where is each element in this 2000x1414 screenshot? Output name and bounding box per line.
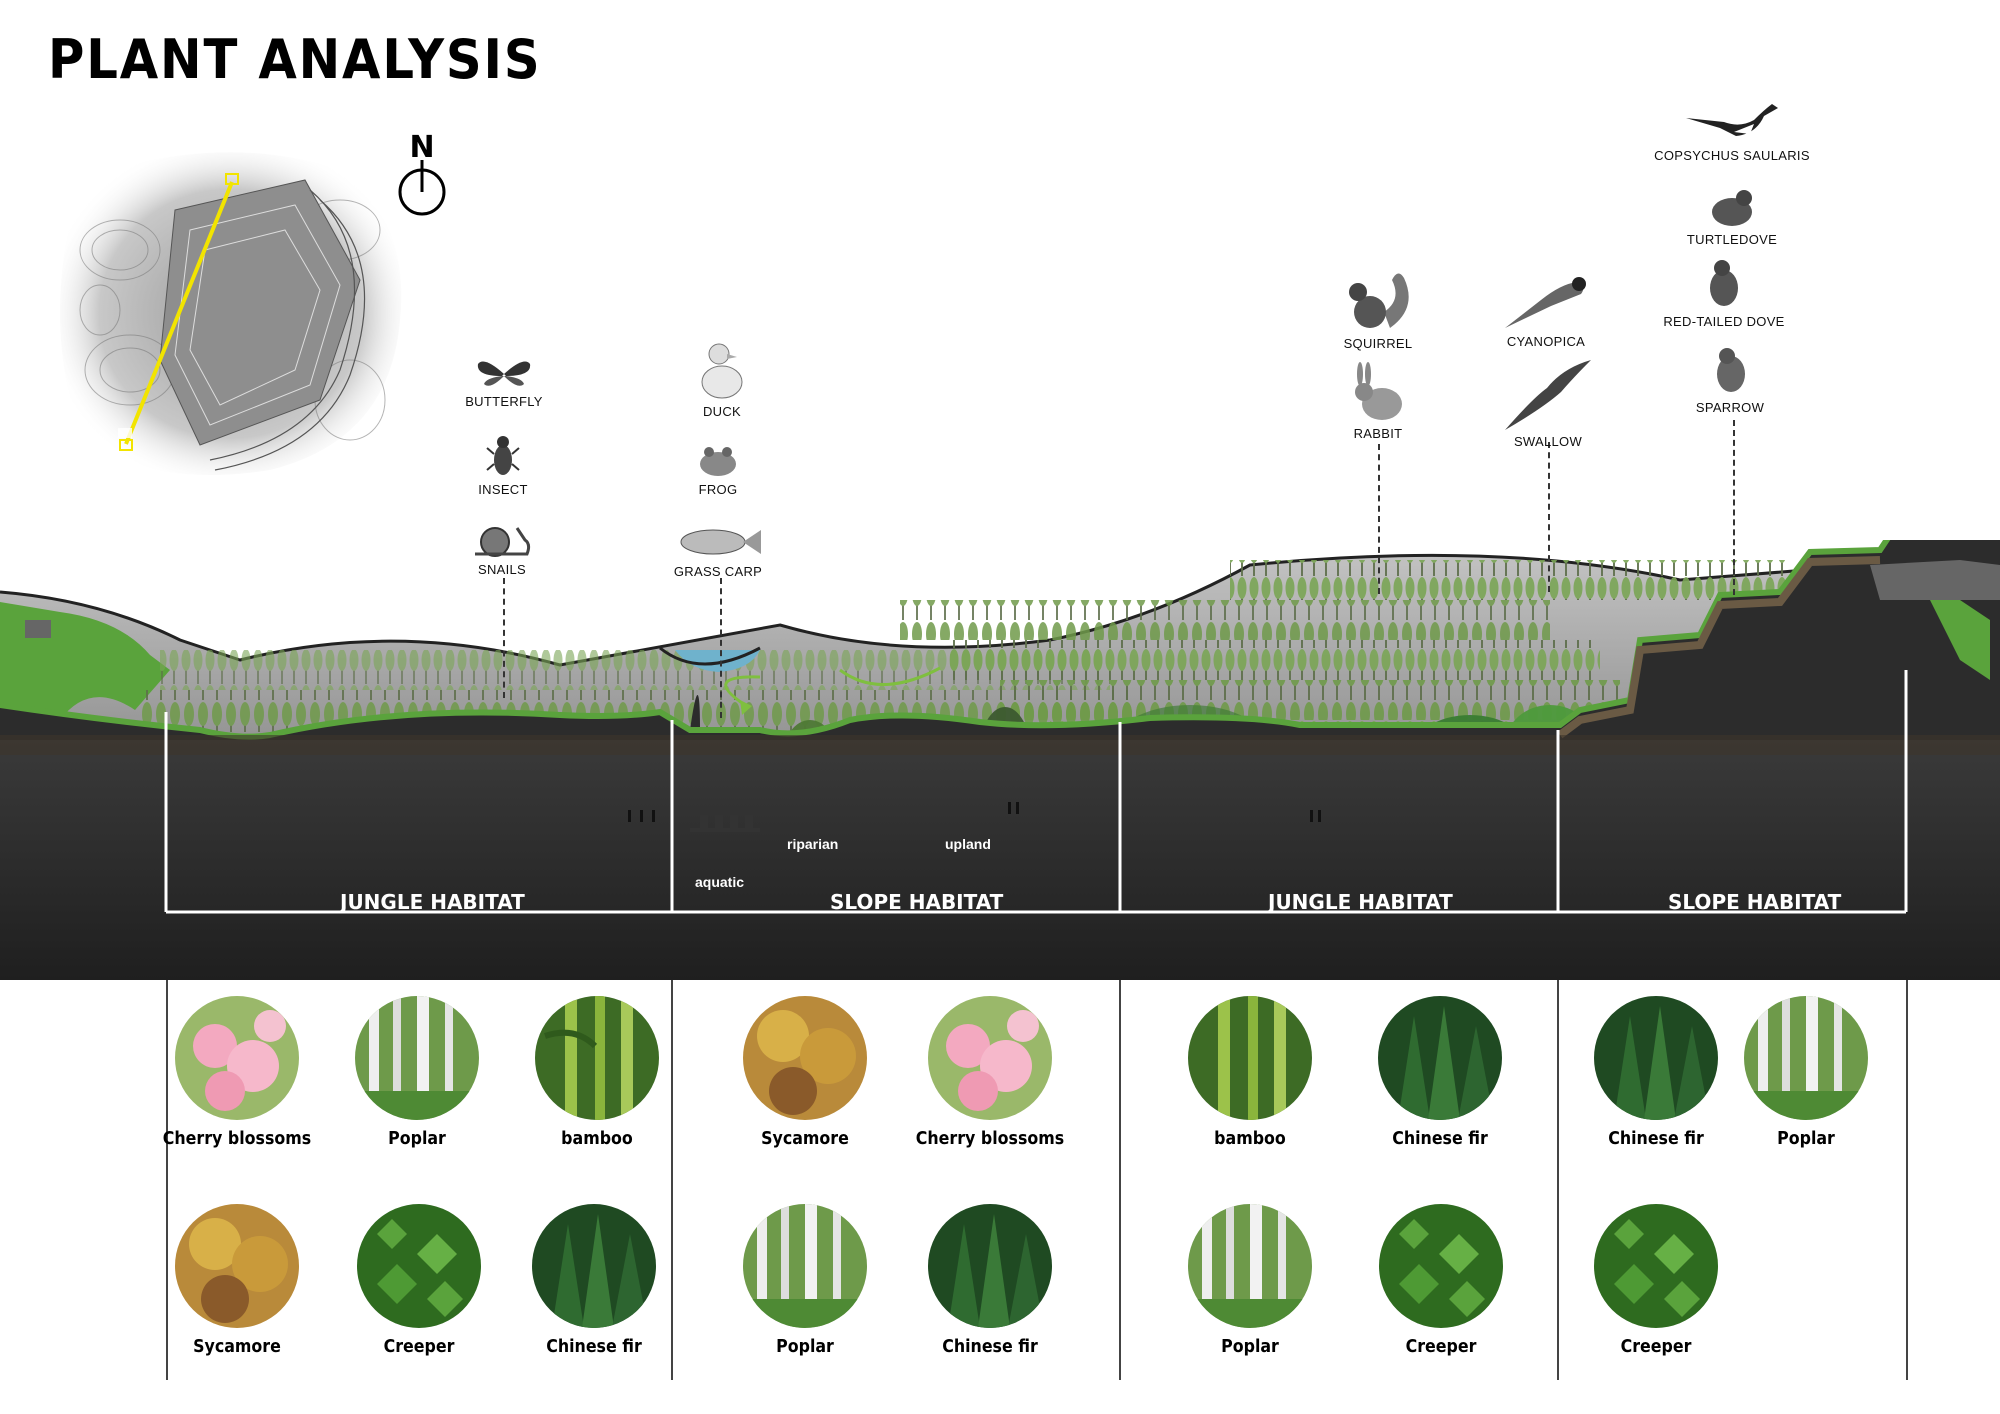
- plant-cherry-blossoms: Cherry blossoms: [900, 996, 1080, 1149]
- compass-icon: [398, 160, 446, 216]
- flow-label-aquatic: aquatic: [695, 874, 745, 890]
- plant-poplar: Poplar: [327, 996, 507, 1149]
- plant-sycamore: Sycamore: [715, 996, 895, 1149]
- leader-line: [1733, 420, 1735, 595]
- plant-poplar: Poplar: [715, 1204, 895, 1357]
- habitat-divider: [1557, 980, 1559, 1380]
- habitat-divider: [166, 980, 168, 1380]
- poplar-icon: [743, 1204, 867, 1328]
- animal-butterfly: BUTTERFLY: [404, 356, 604, 409]
- swallow-icon: [1505, 360, 1591, 430]
- plant-creeper: Creeper: [1351, 1204, 1531, 1357]
- creeper-icon: [1379, 1204, 1503, 1328]
- butterfly-icon: [477, 361, 531, 386]
- leader-line: [1378, 444, 1380, 594]
- creeper-icon: [357, 1204, 481, 1328]
- bamboo-icon: [535, 996, 659, 1120]
- bird-icon: [1686, 104, 1778, 136]
- cherry-blossom-icon: [928, 996, 1052, 1120]
- habitat-divider: [1119, 980, 1121, 1380]
- plant-sycamore: Sycamore: [147, 1204, 327, 1357]
- habitat-label: JUNGLE HABITAT: [1268, 890, 1453, 914]
- chinese-fir-icon: [532, 1204, 656, 1328]
- cherry-blossom-icon: [175, 996, 299, 1120]
- chinese-fir-icon: [1378, 996, 1502, 1120]
- plant-poplar: Poplar: [1716, 996, 1896, 1149]
- animal-squirrel: SQUIRREL: [1278, 268, 1478, 351]
- plant-poplar: Poplar: [1160, 1204, 1340, 1357]
- leader-line: [720, 578, 722, 718]
- insect-icon: [486, 436, 520, 475]
- north-arrow: N: [392, 130, 452, 220]
- animal-rabbit: RABBIT: [1278, 362, 1478, 441]
- plant-bamboo: bamboo: [1160, 996, 1340, 1149]
- plant-chinese-fir: Chinese fir: [1566, 996, 1746, 1149]
- plant-bamboo: bamboo: [507, 996, 687, 1149]
- animal-grass-carp: GRASS CARP: [618, 522, 818, 579]
- bird-icon: [1505, 277, 1586, 328]
- plant-chinese-fir: Chinese fir: [900, 1204, 1080, 1357]
- plant-chinese-fir: Chinese fir: [1350, 996, 1530, 1149]
- habitat-label: SLOPE HABITAT: [830, 890, 1004, 914]
- habitat-label: SLOPE HABITAT: [1668, 890, 1842, 914]
- animal-red-tailed-dove: RED-TAILED DOVE: [1624, 256, 1824, 329]
- animal-snails: SNAILS: [402, 520, 602, 577]
- squirrel-icon: [1349, 273, 1409, 328]
- leader-line: [1548, 442, 1550, 592]
- sycamore-icon: [175, 1204, 299, 1328]
- habitat-divider: [1906, 980, 1908, 1380]
- plant-creeper: Creeper: [1566, 1204, 1746, 1357]
- plant-creeper: Creeper: [329, 1204, 509, 1357]
- animal-copsychus-saularis: COPSYCHUS SAULARIS: [1632, 94, 1832, 163]
- rabbit-icon: [1355, 362, 1402, 420]
- bird-icon: [1717, 348, 1745, 392]
- animal-sparrow: SPARROW: [1630, 344, 1830, 415]
- page-title: PLANT ANALYSIS: [48, 28, 542, 91]
- duck-icon: [701, 343, 743, 399]
- sycamore-icon: [743, 996, 867, 1120]
- site-map: [60, 152, 402, 475]
- leader-line: [503, 578, 505, 698]
- snail-icon: [475, 527, 531, 557]
- habitat-divider: [671, 980, 673, 1380]
- site-section: [0, 540, 2000, 980]
- animal-frog: FROG: [618, 440, 818, 497]
- flow-label-upland: upland: [945, 836, 991, 852]
- animal-cyanopica: CYANOPICA: [1446, 270, 1646, 349]
- frog-icon: [700, 447, 736, 476]
- chinese-fir-icon: [1594, 996, 1718, 1120]
- poplar-icon: [1188, 1204, 1312, 1328]
- bird-icon: [1712, 190, 1752, 226]
- animal-insect: INSECT: [403, 430, 603, 497]
- plant-cherry-blossoms: Cherry blossoms: [147, 996, 327, 1149]
- flow-label-riparian: riparian: [787, 836, 839, 852]
- fish-icon: [680, 529, 761, 555]
- chinese-fir-icon: [928, 1204, 1052, 1328]
- creeper-icon: [1594, 1204, 1718, 1328]
- animal-turtledove: TURTLEDOVE: [1632, 184, 1832, 247]
- animal-swallow: SWALLOW: [1448, 358, 1648, 449]
- north-label: N: [409, 130, 435, 165]
- bamboo-icon: [1188, 996, 1312, 1120]
- habitat-label: JUNGLE HABITAT: [340, 890, 525, 914]
- poplar-icon: [1744, 996, 1868, 1120]
- bird-icon: [1710, 260, 1738, 306]
- poplar-icon: [355, 996, 479, 1120]
- plant-chinese-fir: Chinese fir: [504, 1204, 684, 1357]
- animal-duck: DUCK: [622, 338, 822, 419]
